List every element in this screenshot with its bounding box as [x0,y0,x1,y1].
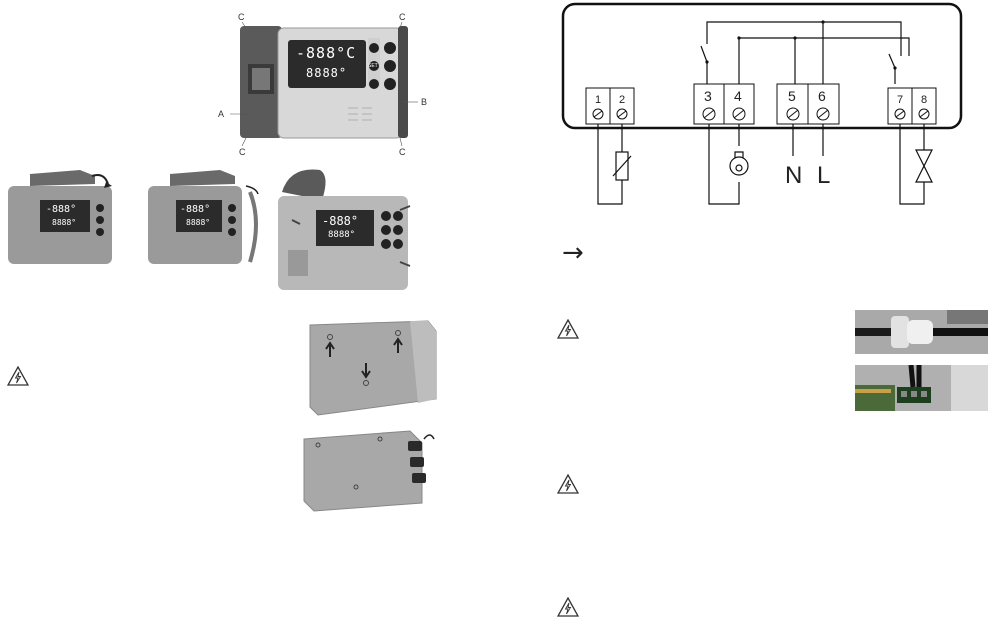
terminal-block-photo [855,365,988,411]
cover-removal-figure: -888° 8888° -888° 8888° -888° 8888° [0,162,430,297]
terminal-3-label: 3 [704,88,712,104]
controller-front-figure: C C C C A B -888°C 8888° SET [218,8,428,158]
terminal-2-label: 2 [619,94,626,106]
neutral-label: N [785,162,803,189]
display-top-readout: -888°C [296,44,357,62]
callout-a: A [218,109,225,119]
terminal-6-label: 6 [818,88,826,104]
back-plate-figure [300,315,440,515]
terminal-5-label: 5 [788,88,796,104]
terminal-1-label: 1 [595,94,602,106]
wiring-diagram: 1 2 3 4 5 6 7 8 N L [555,0,975,215]
warning-high-voltage-icon [557,597,579,617]
callout-c-top-right: C [399,12,406,22]
terminal-4-label: 4 [734,88,742,104]
display-bottom-readout: 8888° [306,66,348,80]
unit1-display-top: -888° [46,204,77,215]
warning-high-voltage-icon [7,366,29,386]
unit2-display-top: -888° [180,204,211,215]
controller-front-drawing [230,21,418,147]
warning-high-voltage-icon [557,319,579,339]
back-plate-drawing [303,320,437,512]
terminal-8-label: 8 [921,94,928,106]
unit3-display-bottom: 8888° [328,230,356,240]
cover-removal-drawing [8,169,411,290]
cable-gland-photo [855,310,988,354]
callout-c-bottom-right: C [399,147,406,157]
right-arrow: → [562,238,584,268]
unit1-display-bottom: 8888° [52,218,77,227]
set-key-label: SET [368,63,378,69]
callout-b: B [421,97,428,107]
wiring-diagram-drawing [561,2,963,205]
terminal-7-label: 7 [897,94,904,106]
unit3-display-top: -888° [322,214,359,228]
callout-c-top-left: C [238,12,245,22]
unit2-display-bottom: 8888° [186,218,211,227]
line-label: L [817,162,831,189]
callout-c-bottom-left: C [239,147,246,157]
warning-high-voltage-icon [557,474,579,494]
